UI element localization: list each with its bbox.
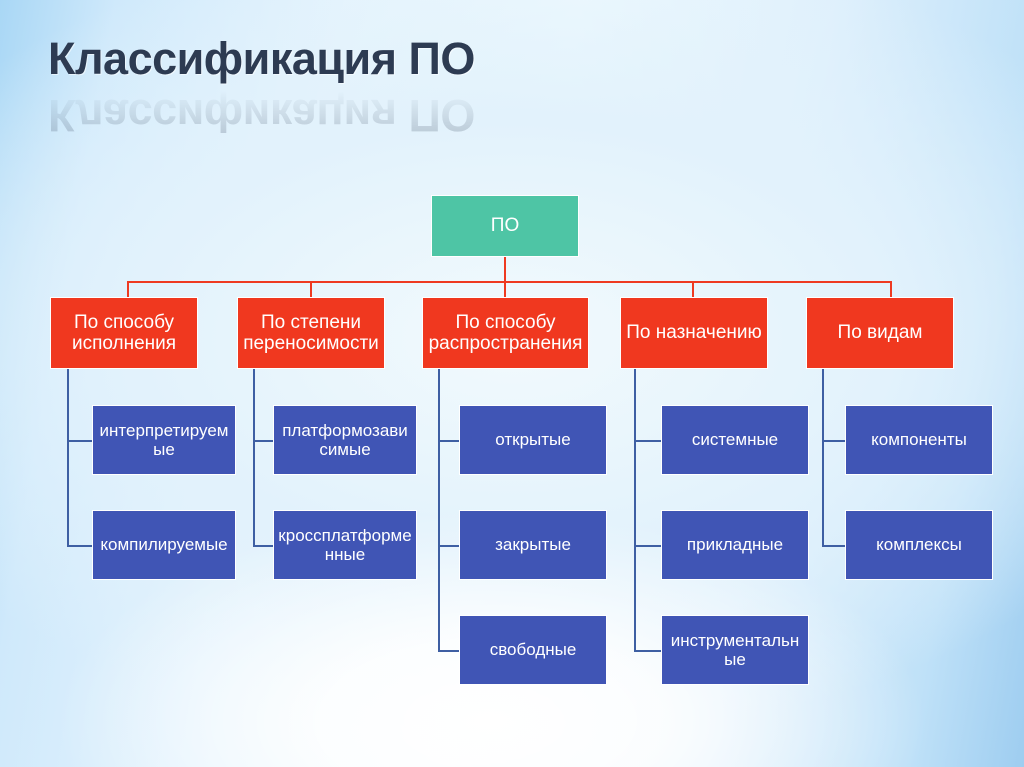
node-leaf-interpretiruemye[interactable]: интерпретируемые [92, 405, 236, 475]
node-leaf-otkrytye[interactable]: открытые [459, 405, 607, 475]
node-leaf-krossplatformennye[interactable]: кроссплатформенные [273, 510, 417, 580]
connector-cat1-spine [67, 369, 69, 547]
node-leaf-zakrytye[interactable]: закрытые [459, 510, 607, 580]
node-category-po-sposobu-ispolneniya[interactable]: По способу исполнения [50, 297, 198, 369]
connector-root-to-cat-4 [692, 281, 694, 298]
connector-cat5-branch-2 [822, 545, 846, 547]
connector-cat1-branch-2 [67, 545, 93, 547]
connector-cat4-branch-3 [634, 650, 662, 652]
connector-cat3-spine [438, 369, 440, 652]
connector-cat2-branch-2 [253, 545, 274, 547]
node-leaf-kompiliruemye[interactable]: компилируемые [92, 510, 236, 580]
node-leaf-kompleksy[interactable]: комплексы [845, 510, 993, 580]
connector-cat5-branch-1 [822, 440, 846, 442]
connector-cat4-spine [634, 369, 636, 652]
node-leaf-platformozavisimye[interactable]: платформозависимые [273, 405, 417, 475]
node-leaf-komponenty[interactable]: компоненты [845, 405, 993, 475]
connector-root-bus [128, 281, 892, 283]
node-category-po-naznacheniyu[interactable]: По назначению [620, 297, 768, 369]
connector-cat2-branch-1 [253, 440, 274, 442]
node-leaf-svobodnye[interactable]: свободные [459, 615, 607, 685]
connector-cat3-branch-2 [438, 545, 460, 547]
connector-root-stem [504, 257, 506, 283]
connector-root-to-cat-5 [890, 281, 892, 298]
connector-cat4-branch-1 [634, 440, 662, 442]
connector-cat3-branch-3 [438, 650, 460, 652]
page-title-reflection: Классификация ПО [48, 90, 475, 141]
node-leaf-sistemnye[interactable]: системные [661, 405, 809, 475]
page-title: Классификация ПО [48, 33, 475, 84]
connector-cat2-spine [253, 369, 255, 547]
connector-root-to-cat-1 [127, 281, 129, 298]
node-root-po[interactable]: ПО [431, 195, 579, 257]
connector-cat5-spine [822, 369, 824, 547]
connector-root-to-cat-3 [504, 281, 506, 298]
connector-cat4-branch-2 [634, 545, 662, 547]
node-leaf-prikladnye[interactable]: прикладные [661, 510, 809, 580]
node-category-po-vidam[interactable]: По видам [806, 297, 954, 369]
node-leaf-instrumentalnye[interactable]: инструментальные [661, 615, 809, 685]
connector-cat3-branch-1 [438, 440, 460, 442]
connector-root-to-cat-2 [310, 281, 312, 298]
title-block: Классификация ПО Классификация ПО [48, 30, 748, 141]
node-category-po-stepeni-perenosimosti[interactable]: По степени переносимости [237, 297, 385, 369]
node-category-po-sposobu-rasprostraneniya[interactable]: По способу распространения [422, 297, 589, 369]
connector-cat1-branch-1 [67, 440, 93, 442]
